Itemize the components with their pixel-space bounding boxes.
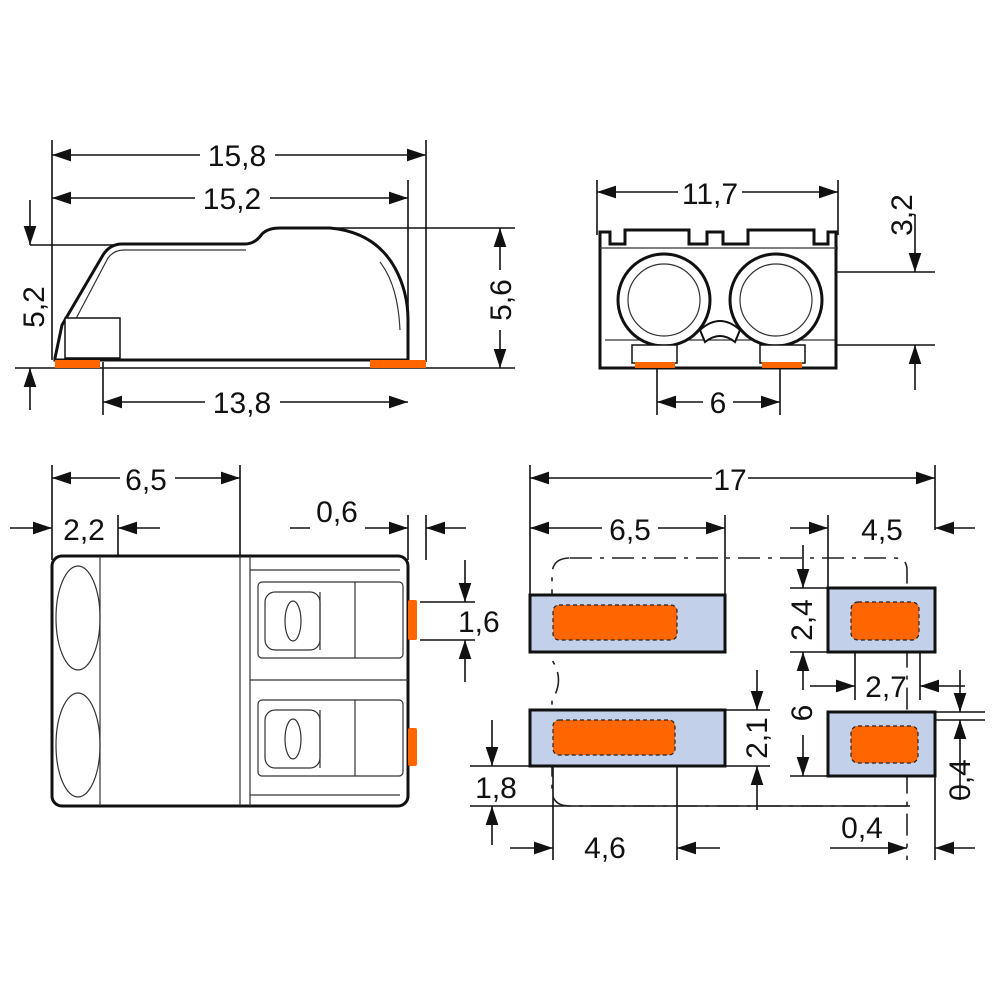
- dim-tab-width: 1,6: [458, 606, 500, 639]
- contact-pad-left: [55, 360, 100, 368]
- dim-right-pad-height: 2,4: [786, 599, 819, 641]
- dim-overall-length: 15,8: [208, 140, 266, 173]
- dim-right-edge-offset: 0,4: [841, 812, 883, 845]
- front-contact-right: [762, 362, 802, 368]
- dim-left-pad-length: 6,5: [609, 514, 651, 547]
- side-view: 15,8 15,2 13,8 5,2 5,6: [15, 138, 518, 420]
- front-view: 11,7 3,2 6: [596, 176, 935, 420]
- dim-right-pitch: 6: [786, 705, 819, 722]
- dim-body-length: 15,2: [203, 183, 261, 216]
- pcb-footprint: 17 6,5 4,5 2,4 6 2,7 2,1 1,8 4,6 0,4 0,4: [470, 462, 985, 865]
- dim-right-opening: 2,7: [865, 671, 907, 704]
- dim-left-offset: 1,8: [475, 772, 517, 805]
- test-tab-bottom: [408, 728, 417, 766]
- test-tab-top: [408, 600, 417, 640]
- dim-pin-pitch: 6: [710, 387, 727, 420]
- dim-tab-offset: 0,6: [316, 496, 358, 529]
- dim-total-height: 5,6: [485, 279, 518, 321]
- dim-front-width: 11,7: [682, 178, 738, 211]
- dim-right-bottom-offset: 0,4: [944, 759, 977, 801]
- dim-step-height: 5,2: [18, 286, 51, 328]
- dim-depth: 6,5: [125, 464, 167, 497]
- top-view: 6,5 2,2 0,6 1,6: [10, 462, 500, 808]
- dim-pad-span: 13,8: [213, 387, 271, 420]
- dim-top-to-center: 3,2: [886, 194, 919, 236]
- front-contact-left: [635, 362, 675, 368]
- dim-left-pad-height: 2,1: [741, 717, 774, 759]
- dim-left-opening: 4,6: [584, 832, 626, 865]
- contact-pad-right: [370, 360, 426, 368]
- dim-push-area: 2,2: [63, 514, 105, 547]
- dim-total-width: 17: [713, 464, 746, 497]
- dim-right-pad-length: 4,5: [861, 514, 903, 547]
